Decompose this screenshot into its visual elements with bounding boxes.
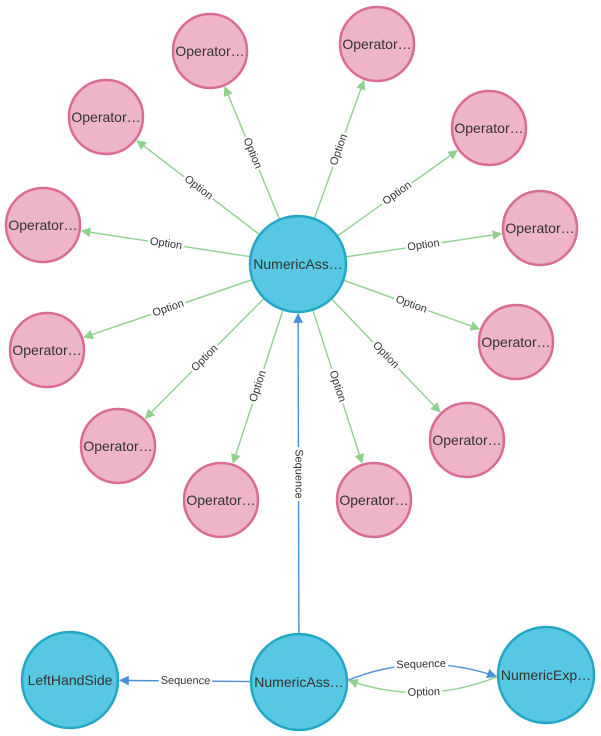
node-op10[interactable]: Operator… [428, 401, 506, 479]
edge-option-center-op4[interactable]: Option [336, 150, 459, 237]
edge-sequence-bottom-center[interactable]: Sequence [291, 313, 306, 635]
edge-label-background [378, 177, 417, 210]
edge-label: Option [241, 136, 264, 171]
node-label: Operator… [342, 36, 411, 52]
node-expr[interactable]: NumericExp… [496, 625, 596, 725]
node-op4[interactable]: Operator… [450, 89, 528, 167]
node-label: Operator… [505, 220, 574, 236]
node-op7[interactable]: Operator… [8, 311, 86, 389]
edge-label-background [391, 291, 431, 318]
node-op8[interactable]: Operator… [477, 303, 555, 381]
edge-label: Option [408, 686, 441, 699]
node-circle [249, 632, 349, 732]
node-circle [8, 311, 86, 389]
edge-label-background [367, 337, 404, 374]
node-op5[interactable]: Operator… [4, 186, 82, 264]
node-circle [182, 461, 260, 539]
edge-option-center-op11[interactable]: Option [231, 309, 284, 464]
node-circle [501, 189, 579, 267]
edge-option-center-op8[interactable]: Option [342, 279, 481, 331]
node-circle [248, 214, 348, 314]
node-lhs[interactable]: LeftHandSide [20, 630, 120, 730]
edge-option-expr-bottom[interactable]: Option [348, 675, 499, 700]
node-bottom[interactable]: NumericAss… [249, 632, 349, 732]
node-label: Operator… [454, 120, 523, 136]
edge-label: Option [394, 293, 429, 315]
edge-label-background [148, 295, 188, 321]
edge-label: Option [149, 235, 183, 252]
node-op9[interactable]: Operator… [79, 407, 157, 485]
node-label: Operator… [83, 438, 152, 454]
node-center[interactable]: NumericAss… [248, 214, 348, 314]
node-op6[interactable]: Operator… [501, 189, 579, 267]
node-circle [428, 401, 506, 479]
node-label: Operator… [339, 492, 408, 508]
edge-label-background [325, 366, 350, 406]
node-label: NumericExp… [501, 667, 591, 683]
node-label: NumericAss… [253, 256, 342, 272]
node-circle [79, 407, 157, 485]
edge-label: Option [247, 369, 268, 404]
edge-option-center-op3[interactable]: Option [136, 140, 261, 236]
edge-label: Sequence [396, 658, 446, 671]
edge-label-background [146, 234, 186, 254]
node-circle [450, 89, 528, 167]
edge-label-background [394, 656, 449, 673]
node-op12[interactable]: Operator… [335, 461, 413, 539]
node-circle [477, 303, 555, 381]
node-circle [496, 625, 596, 725]
node-label: LeftHandSide [28, 672, 113, 688]
node-label: NumericAss… [254, 674, 343, 690]
node-circle [335, 461, 413, 539]
edge-option-center-op6[interactable]: Option [345, 230, 503, 258]
edge-option-center-op12[interactable]: Option [312, 309, 365, 464]
edge-label: Option [151, 298, 186, 320]
edge-label-background [405, 684, 443, 700]
node-op1[interactable]: Operator… [171, 12, 249, 90]
edge-label-background [179, 171, 218, 205]
edge-label: Option [327, 369, 348, 404]
node-circle [338, 5, 416, 83]
node-circle [171, 12, 249, 90]
edge-label: Option [407, 237, 441, 254]
edge-label-background [187, 340, 223, 377]
edge-label-background [291, 447, 306, 501]
node-label: Operator… [8, 217, 77, 233]
node-label: Operator… [432, 432, 501, 448]
edge-label: Option [370, 339, 401, 371]
edge-label-background [158, 673, 213, 689]
edge-sequence-bottom-lhs[interactable]: Sequence [119, 673, 252, 689]
edge-label: Sequence [292, 449, 304, 499]
edge-option-center-op5[interactable]: Option [80, 227, 251, 258]
node-op3[interactable]: Operator… [67, 78, 145, 156]
nodes-layer: NumericAss…Operator…Operator…Operator…Op… [4, 5, 596, 732]
edge-label-background [245, 366, 271, 406]
node-circle [67, 78, 145, 156]
edge-label-background [326, 130, 352, 170]
edge-label: Option [182, 173, 215, 202]
edge-sequence-bottom-expr[interactable]: Sequence [346, 656, 497, 682]
node-op2[interactable]: Operator… [338, 5, 416, 83]
node-circle [4, 186, 82, 264]
edge-label: Sequence [161, 675, 211, 687]
edge-label-background [404, 235, 443, 255]
node-circle [20, 630, 120, 730]
edge-option-center-op2[interactable]: Option [313, 79, 366, 220]
node-label: Operator… [12, 342, 81, 358]
node-label: Operator… [175, 43, 244, 59]
edge-label: Option [189, 342, 220, 373]
node-label: Operator… [71, 109, 140, 125]
edge-option-center-op1[interactable]: Option [223, 86, 281, 220]
node-label: Operator… [481, 334, 550, 350]
edge-option-center-op7[interactable]: Option [82, 278, 253, 340]
node-label: Operator… [186, 492, 255, 508]
edge-label-background [238, 133, 266, 173]
node-op11[interactable]: Operator… [182, 461, 260, 539]
edge-label: Option [328, 132, 350, 167]
